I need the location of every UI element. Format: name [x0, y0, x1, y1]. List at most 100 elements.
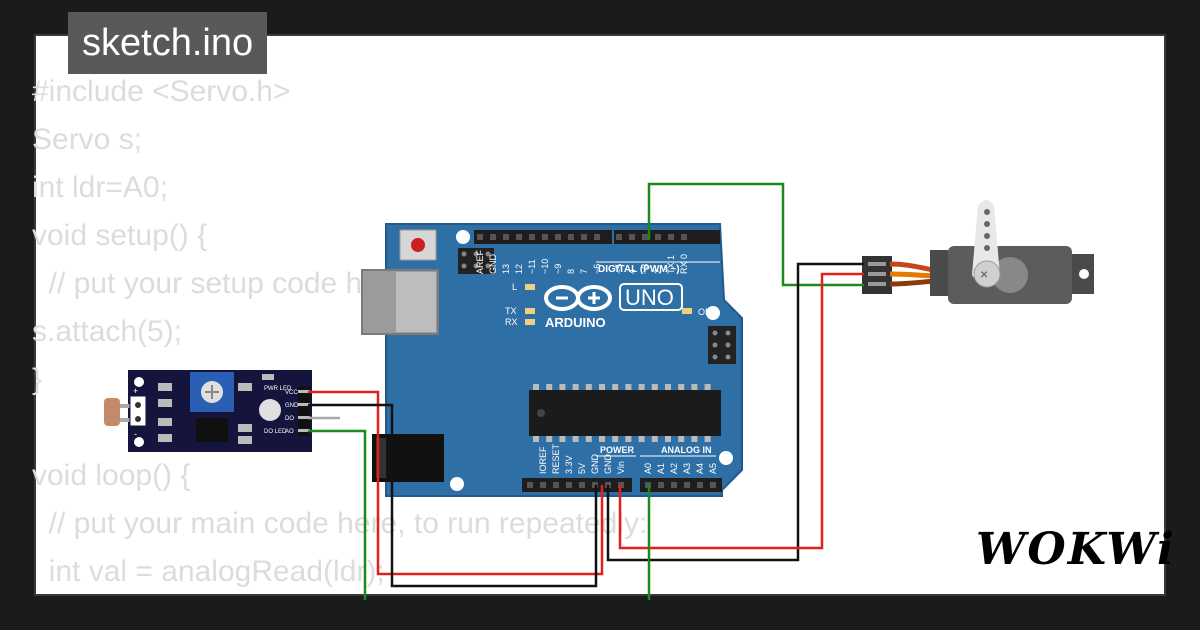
tx-label: TX [505, 306, 517, 316]
atmega-chip [529, 390, 721, 436]
icsp2-header [708, 326, 736, 364]
reset-button-cap[interactable] [411, 238, 425, 252]
do-led-label: DO LED [264, 429, 287, 435]
ldr-pin-label: AO [285, 429, 294, 435]
wokwi-logo: WOKWi [976, 524, 1176, 575]
header-pin[interactable] [542, 234, 548, 240]
wires [308, 182, 864, 600]
header-pin[interactable] [553, 482, 559, 488]
ldr-pin[interactable] [298, 416, 310, 419]
wire-ldr-vcc[interactable] [308, 390, 604, 576]
wire-ldr-ao[interactable] [308, 429, 367, 600]
header-pin[interactable] [658, 482, 664, 488]
power-pin-label: Vin [616, 461, 626, 474]
mounting-hole [450, 477, 464, 491]
top-pin-label: 7 [579, 269, 589, 274]
header-pin[interactable] [697, 482, 703, 488]
power-pin-label: GND [603, 454, 613, 475]
header-pin[interactable] [642, 234, 648, 240]
code-line: s.attach(5); [32, 315, 183, 348]
rx-led [525, 319, 535, 325]
ldr-minus-label: - [134, 429, 137, 439]
header-pin[interactable] [671, 482, 677, 488]
power-pin-label: 3.3V [564, 455, 574, 474]
wire-servo-signal[interactable] [647, 182, 864, 287]
wire-ldr-gnd[interactable] [308, 403, 598, 588]
top-pin-label: 13 [501, 264, 511, 274]
power-pin-label: IOREF [538, 446, 548, 474]
top-pin-label: ~10 [540, 259, 550, 274]
code-line: Servo s; [32, 123, 143, 156]
header-pin[interactable] [540, 482, 546, 488]
digital-header-right [614, 230, 720, 244]
pwr-led-label: PWR LED [264, 386, 292, 392]
header-pin[interactable] [616, 234, 622, 240]
header-pin[interactable] [668, 234, 674, 240]
code-line: int val = analogRead(ldr); [32, 555, 385, 588]
code-line: int ldr=A0; [32, 171, 168, 204]
icsp-header [458, 248, 494, 274]
code-line: } [32, 363, 43, 396]
top-pin-label: 12 [514, 264, 524, 274]
header-pin[interactable] [684, 482, 690, 488]
comparator-chip [196, 418, 228, 442]
analog-pin-label: A4 [695, 463, 705, 474]
power-pin-label: GND [590, 454, 600, 475]
header-pin[interactable] [579, 482, 585, 488]
analog-pin-label: A5 [708, 463, 718, 474]
analog-header [640, 478, 722, 492]
header-pin[interactable] [529, 234, 535, 240]
header-pin[interactable] [503, 234, 509, 240]
ldr-pin-label: GND [285, 403, 299, 409]
top-pin-label: TX 1 [666, 255, 676, 274]
analog-pin-label: A3 [682, 463, 692, 474]
top-pin-label: RX 0 [679, 254, 689, 274]
header-pin[interactable] [629, 234, 635, 240]
file-tab[interactable]: sketch.ino [68, 12, 268, 74]
l-label: L [512, 282, 517, 292]
wire-servo-gnd[interactable] [606, 262, 864, 562]
header-pin[interactable] [490, 234, 496, 240]
ldr-pin-label: DO [285, 416, 294, 422]
code-line: #include <Servo.h> [32, 75, 291, 108]
analog-pin-label: A2 [669, 463, 679, 474]
top-pin-label: AREF [475, 249, 485, 274]
top-pin-label: 8 [566, 269, 576, 274]
header-pin[interactable] [566, 482, 572, 488]
header-pin[interactable] [477, 234, 483, 240]
header-pin[interactable] [710, 482, 716, 488]
ldr-pin[interactable] [298, 390, 310, 393]
uno-badge [619, 283, 683, 311]
l-led [525, 284, 535, 290]
header-pin[interactable] [568, 234, 574, 240]
header-pin[interactable] [555, 234, 561, 240]
header-pin[interactable] [527, 482, 533, 488]
analog-pin-label: A0 [643, 463, 653, 474]
usb-connector-face [396, 272, 436, 332]
header-pin[interactable] [581, 234, 587, 240]
digital-pwm-label: DIGITAL (PWM ~) [598, 264, 680, 275]
mounting-hole [719, 451, 733, 465]
header-pin[interactable] [681, 234, 687, 240]
rx-label: RX [505, 317, 518, 327]
top-pin-label: 2 [653, 269, 663, 274]
arduino-brand-text: ARDUINO [545, 315, 606, 330]
ldr-pin[interactable] [298, 429, 310, 432]
power-pin-label: RESET [551, 443, 561, 474]
code-editor: #include <Servo.h>Servo s;int ldr=A0;voi… [32, 68, 647, 596]
ldr-pin[interactable] [298, 403, 310, 406]
top-pin-label: ~3 [640, 264, 650, 274]
header-pin[interactable] [594, 234, 600, 240]
ldr-pin-label: VCC [285, 390, 298, 396]
wire-servo-vcc[interactable] [618, 272, 864, 550]
servo-motor[interactable]: × [862, 200, 1094, 304]
mounting-hole [456, 230, 470, 244]
top-pin-label: 4 [627, 269, 637, 274]
header-pin[interactable] [516, 234, 522, 240]
pwr-led-indicator [259, 399, 281, 421]
uno-text: UNO [625, 285, 674, 310]
header-pin[interactable] [655, 234, 661, 240]
